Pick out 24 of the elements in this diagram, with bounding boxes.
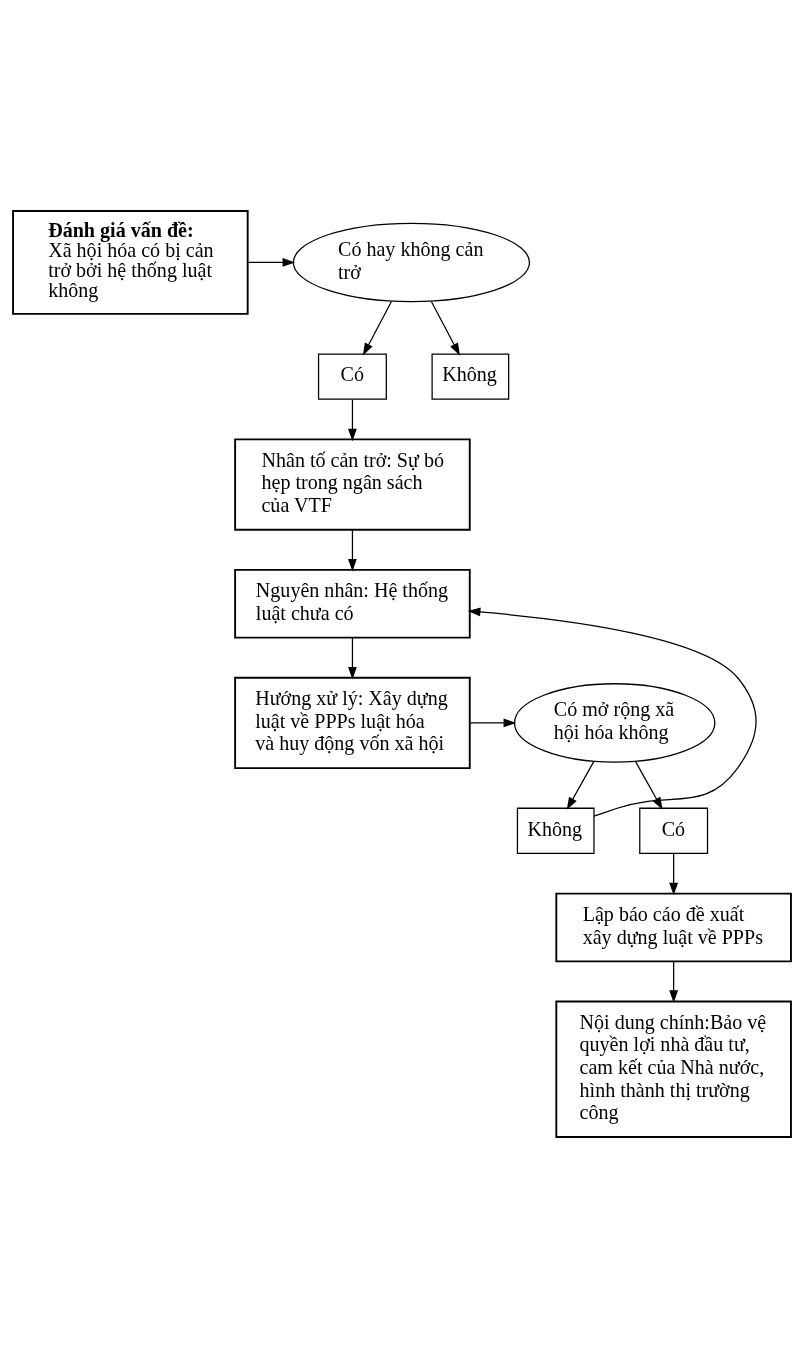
node-box: Đánh giá vấn đề: Xã hội hóa có bị cản trở bởi hệ thống luật không — [12, 210, 249, 315]
arrow — [635, 761, 663, 810]
arrow — [430, 300, 460, 356]
arrow — [669, 852, 679, 896]
node-box: Có — [317, 353, 387, 400]
node-box: Nhân tố cản trở: Sự bó hẹp trong ngân sách của VTF — [234, 438, 471, 531]
arrow — [467, 607, 757, 817]
arrow — [566, 761, 595, 810]
node-box: Có — [639, 807, 709, 855]
node-box: Hướng xử lý: Xây dựng luật về PPPs luật hóa và huy động vốn xã hội — [234, 676, 471, 770]
arrow — [348, 529, 357, 572]
node-ellipse: Có mở rộng xã hội hóa không — [513, 683, 716, 763]
arrow — [669, 960, 679, 1003]
node-box: Nội dung chính:Bảo vệ quyền lợi nhà đầu tư, cam kết của Nhà nước, hình thành thị trường công — [555, 1000, 792, 1138]
node-box: Lập báo cáo đề xuất xây dựng luật về PPPs — [555, 892, 792, 963]
node-box: Không — [431, 353, 510, 400]
arrow — [469, 718, 517, 728]
node-ellipse: Có hay không cản trở — [292, 222, 531, 303]
arrow — [348, 399, 357, 442]
node-box: Nguyên nhân: Hệ thống luật chưa có — [234, 568, 471, 639]
arrow — [362, 300, 393, 356]
arrow — [247, 258, 296, 267]
node-box: Không — [516, 807, 595, 855]
arrow — [348, 637, 357, 680]
